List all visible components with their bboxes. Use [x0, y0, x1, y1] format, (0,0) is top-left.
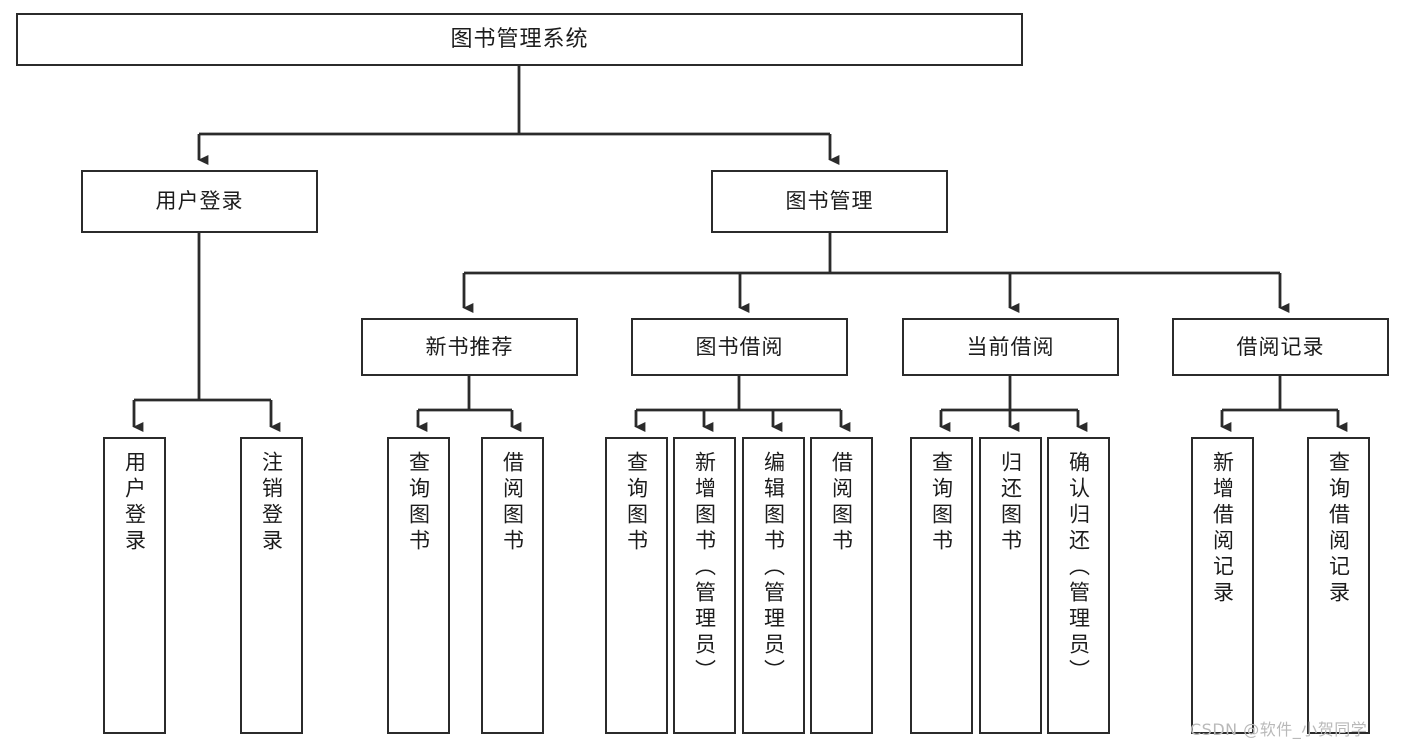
node-label: 借阅记录 — [1236, 334, 1325, 359]
node-label: 图书管理 — [785, 189, 874, 214]
node-label: 用户登录 — [122, 451, 147, 555]
node-book-borrow[interactable]: 图书借阅 — [631, 318, 848, 376]
node-label: 编辑图书（管理员） — [761, 451, 786, 685]
leaf-borrow-edit-book-admin[interactable]: 编辑图书（管理员） — [742, 437, 805, 734]
leaf-new-book-borrow[interactable]: 借阅图书 — [481, 437, 544, 734]
node-label: 图书借阅 — [695, 334, 784, 359]
leaf-user-login-login[interactable]: 用户登录 — [103, 437, 166, 734]
node-label: 图书管理系统 — [450, 26, 589, 52]
node-label: 确认归还（管理员） — [1066, 451, 1091, 685]
node-label: 新书推荐 — [425, 334, 514, 359]
node-label: 查询图书 — [929, 451, 954, 555]
node-label: 新增借阅记录 — [1210, 451, 1235, 607]
node-label: 当前借阅 — [966, 334, 1055, 359]
node-user-login[interactable]: 用户登录 — [81, 170, 318, 233]
node-label: 借阅图书 — [500, 451, 525, 555]
csdn-watermark: CSDN @软件_小贺同学 — [1190, 720, 1368, 739]
node-label: 注销登录 — [259, 451, 284, 555]
node-root-system[interactable]: 图书管理系统 — [16, 13, 1023, 66]
node-new-book-recommend[interactable]: 新书推荐 — [361, 318, 578, 376]
leaf-borrow-borrow-book[interactable]: 借阅图书 — [810, 437, 873, 734]
node-label: 用户登录 — [155, 189, 244, 214]
leaf-user-login-logout[interactable]: 注销登录 — [240, 437, 303, 734]
node-label: 查询图书 — [406, 451, 431, 555]
leaf-new-book-query[interactable]: 查询图书 — [387, 437, 450, 734]
leaf-current-query-book[interactable]: 查询图书 — [910, 437, 973, 734]
leaf-borrow-add-book-admin[interactable]: 新增图书（管理员） — [673, 437, 736, 734]
leaf-current-return-book[interactable]: 归还图书 — [979, 437, 1042, 734]
node-label: 借阅图书 — [829, 451, 854, 555]
leaf-borrow-query-book[interactable]: 查询图书 — [605, 437, 668, 734]
node-borrow-record[interactable]: 借阅记录 — [1172, 318, 1389, 376]
node-label: 归还图书 — [998, 451, 1023, 555]
node-book-management[interactable]: 图书管理 — [711, 170, 948, 233]
node-label: 查询借阅记录 — [1326, 451, 1351, 607]
node-current-borrow[interactable]: 当前借阅 — [902, 318, 1119, 376]
leaf-record-query-record[interactable]: 查询借阅记录 — [1307, 437, 1370, 734]
node-label: 查询图书 — [624, 451, 649, 555]
leaf-current-confirm-return-admin[interactable]: 确认归还（管理员） — [1047, 437, 1110, 734]
leaf-record-add-record[interactable]: 新增借阅记录 — [1191, 437, 1254, 734]
node-label: 新增图书（管理员） — [692, 451, 717, 685]
